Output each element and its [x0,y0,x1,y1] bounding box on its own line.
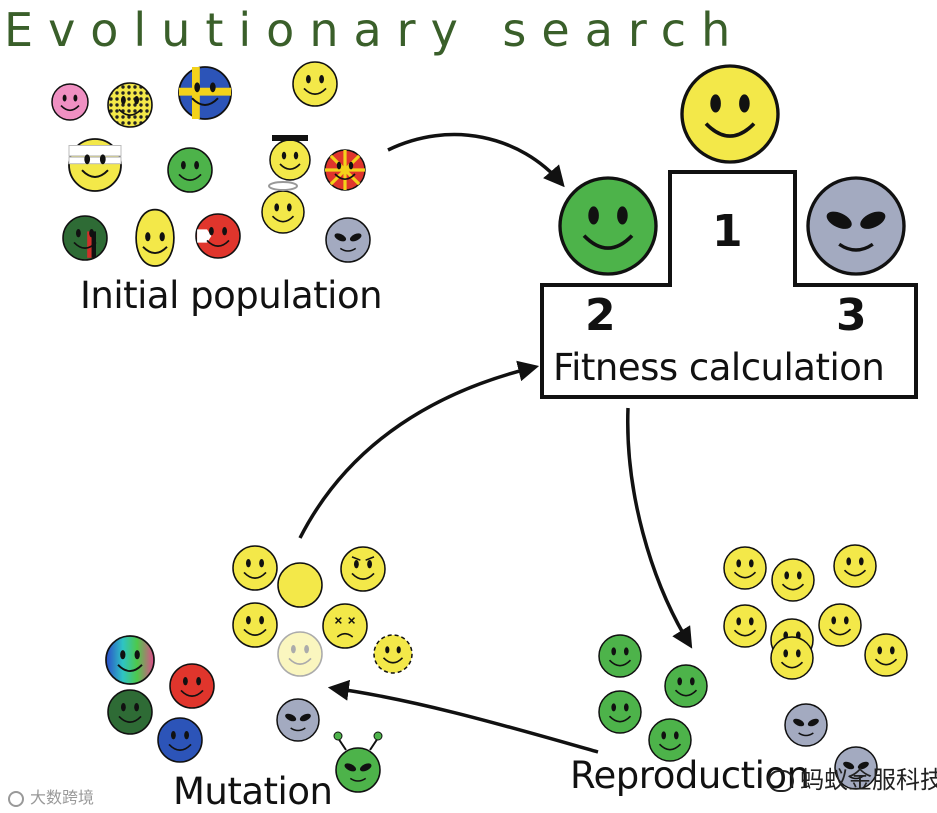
zambia-flag-face [63,216,107,260]
fitness-calculation-label: Fitness calculation [553,346,884,389]
initial-population-label: Initial population [80,274,382,317]
egg-face [136,210,174,266]
mutant-yellow-face [233,603,277,647]
macedonia-flag-face [325,150,365,190]
mutant-rainbow-face [106,636,154,684]
swedish-flag-face [179,67,231,119]
mutant-blue-face [158,718,202,762]
mutant-yellow-face [233,546,277,590]
reproduced-yellow-face [772,559,814,601]
mutant-dead-face [323,604,367,648]
reproduced-alien-face [785,704,827,746]
qatar-flag-face [196,214,240,258]
pink-face [52,84,88,120]
rank-3-label: 3 [836,290,867,341]
watermark-left: 大数跨境 [8,784,94,808]
green-face [168,148,212,192]
reproduced-yellow-face [771,637,813,679]
mutant-red-face [170,664,214,708]
mutation-label: Mutation [173,770,332,813]
arrow-to-mutation [332,688,598,752]
watermark-logo-icon [8,791,24,807]
arrow-back-to-fitness [300,367,535,538]
mutant-blank-face [278,563,322,607]
spotted-face [108,83,152,127]
watermark-right: 蚂蚁金服科技 [768,760,937,795]
winner-2-face [560,178,656,274]
mutant-faded-face [278,632,322,676]
reproduced-green-face [665,665,707,707]
arrow-to-fitness [388,135,562,184]
reproduced-yellow-face [865,634,907,676]
rank-2-label: 2 [585,290,616,341]
reproduced-yellow-face [724,605,766,647]
wechat-icon [768,770,794,792]
reproduced-yellow-face [834,545,876,587]
reproduced-yellow-face [819,604,861,646]
winner-3-face [808,178,904,274]
reproduced-green-face [599,635,641,677]
mutant-angry-face [341,547,385,591]
reproduced-green-face [599,691,641,733]
winner-1-face [682,66,778,162]
mutant-dark-green-face [108,690,152,734]
bandaged-face [69,139,121,191]
angel-face [262,182,304,233]
reproduced-yellow-face [724,547,766,589]
rank-1-label: 1 [712,206,743,257]
yellow-face [293,62,337,106]
mutant-antenna-alien-face [334,732,382,792]
mutant-dashed-face [374,635,412,673]
arrow-to-reproduction [628,408,690,645]
graduate-face [270,135,310,180]
mutant-alien-face [277,699,319,741]
alien-face [326,218,370,262]
